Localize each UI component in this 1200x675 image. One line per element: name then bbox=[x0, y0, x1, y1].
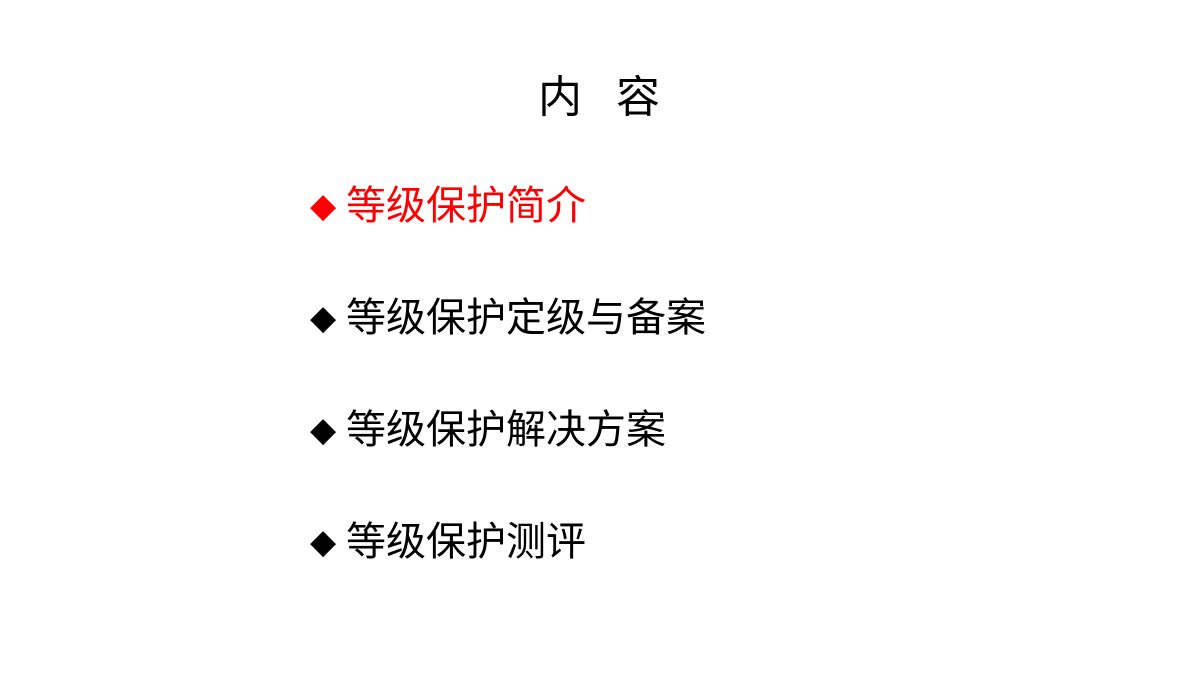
contents-item-grading-filing[interactable]: ◆ 等级保护定级与备案 bbox=[310, 290, 1010, 346]
diamond-bullet-icon: ◆ bbox=[310, 186, 337, 226]
contents-list: ◆ 等级保护简介 ◆ 等级保护定级与备案 ◆ 等级保护解决方案 ◆ 等级保护测评 bbox=[310, 178, 1010, 626]
contents-item-solution[interactable]: ◆ 等级保护解决方案 bbox=[310, 402, 1010, 458]
diamond-bullet-icon: ◆ bbox=[310, 410, 337, 450]
contents-item-label: 等级保护解决方案 bbox=[346, 407, 666, 453]
diamond-bullet-icon: ◆ bbox=[310, 298, 337, 338]
contents-item-intro[interactable]: ◆ 等级保护简介 bbox=[310, 178, 1010, 234]
contents-item-assessment[interactable]: ◆ 等级保护测评 bbox=[310, 514, 1010, 570]
slide-title: 内 容 bbox=[538, 72, 662, 123]
contents-item-label: 等级保护简介 bbox=[346, 183, 586, 229]
contents-item-label: 等级保护测评 bbox=[346, 519, 586, 565]
contents-item-label: 等级保护定级与备案 bbox=[346, 295, 706, 341]
diamond-bullet-icon: ◆ bbox=[310, 522, 337, 562]
